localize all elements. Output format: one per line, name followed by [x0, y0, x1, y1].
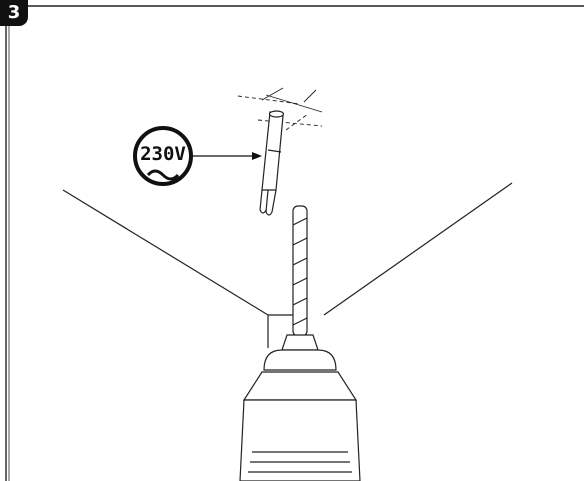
voltage-warning-icon: 230V — [133, 126, 262, 186]
ac-wave-symbol — [146, 169, 180, 181]
figure-frame — [5, 5, 584, 481]
ceiling-outline — [62, 182, 513, 348]
drill-bit-icon — [292, 205, 308, 337]
power-cable-icon — [259, 110, 285, 216]
step-number-badge: 3 — [0, 0, 28, 26]
voltage-value: 230V — [140, 143, 186, 165]
drill-icon — [239, 334, 361, 481]
